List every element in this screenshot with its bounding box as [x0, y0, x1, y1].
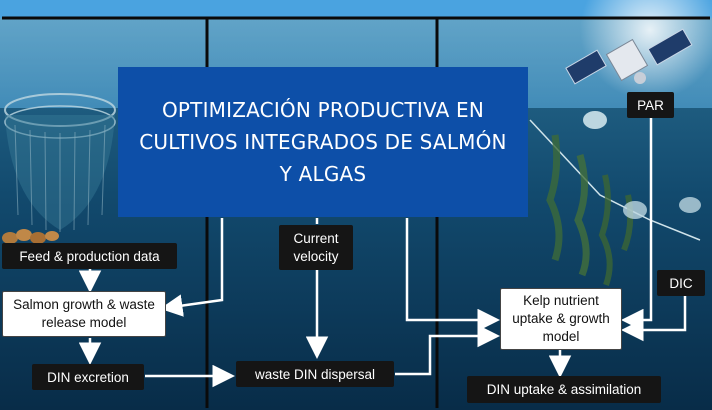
kelp-model-box: Kelp nutrient uptake & growth model — [500, 288, 622, 350]
title-banner: OPTIMIZACIÓN PRODUCTIVA EN CULTIVOS INTE… — [118, 67, 528, 217]
current-velocity-box: Current velocity — [279, 225, 353, 270]
din-uptake-box: DIN uptake & assimilation — [467, 376, 661, 403]
feed-pellets-icon — [2, 229, 59, 244]
banner-title: OPTIMIZACIÓN PRODUCTIVA EN CULTIVOS INTE… — [139, 98, 507, 186]
kelp-icon — [529, 111, 701, 287]
satellite-icon — [565, 28, 693, 85]
salmon-pen-icon — [4, 93, 116, 232]
din-excretion-box: DIN excretion — [32, 364, 144, 390]
sun-glow — [580, 0, 712, 100]
feed-data-box: Feed & production data — [2, 243, 177, 269]
salmon-model-box: Salmon growth & waste release model — [2, 291, 166, 337]
dic-box: DIC — [657, 270, 705, 296]
waste-dispersal-box: waste DIN dispersal — [236, 361, 394, 387]
panel-borders — [2, 16, 710, 408]
par-box: PAR — [627, 92, 674, 118]
flow-arrows — [78, 118, 687, 388]
